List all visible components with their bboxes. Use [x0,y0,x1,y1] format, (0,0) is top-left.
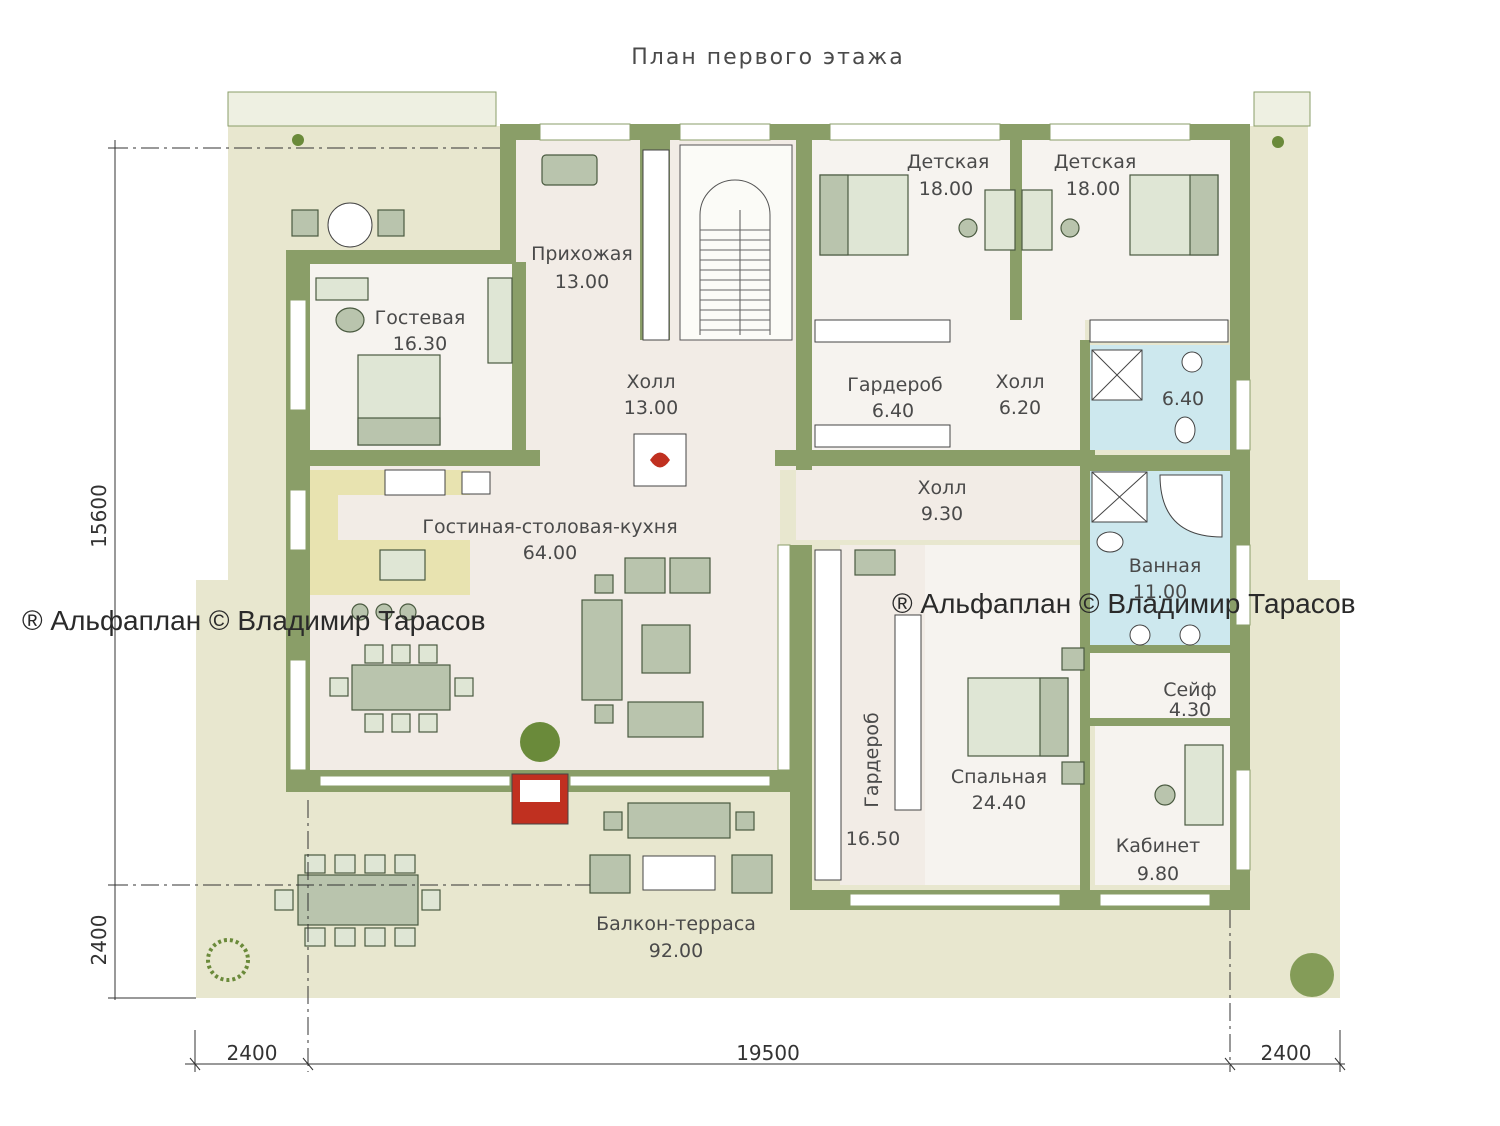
watermark-left: ® Альфаплан © Владимир Тарасов [22,605,485,636]
dimension-lines [108,140,1346,1072]
room-name: Гардероб [861,712,883,808]
room-name: Холл [627,371,676,393]
watermarks: ® Альфаплан © Владимир Тарасов ® Альфапл… [22,588,1355,636]
room-area: 24.40 [972,792,1026,814]
room-area: 6.40 [872,400,914,422]
furniture [206,134,1334,997]
room-area: 9.30 [921,503,963,525]
dim-bottom-right: 2400 [1261,1041,1312,1065]
room-area: 11.00 [1133,581,1187,603]
dim-bottom-center: 19500 [736,1041,800,1065]
room-name: Спальная [951,766,1047,788]
room-name: Кабинет [1116,835,1200,857]
room-name: Гостевая [375,307,466,329]
room-area: 16.30 [393,333,447,355]
room-area: 16.50 [846,828,900,850]
room-area: 18.00 [919,178,973,200]
room-name: Гостиная-столовая-кухня [422,516,677,538]
room-name: Холл [918,477,967,499]
room-name: Гардероб [847,374,943,396]
room-area: 13.00 [624,397,678,419]
room-name: Детская [907,151,990,173]
room-name: Балкон-терраса [596,913,756,935]
staircase [679,144,793,341]
room-area: 6.40 [1162,388,1204,410]
dimension-labels: 2400 19500 2400 15600 2400 [87,484,1311,1065]
dim-left-main: 15600 [87,484,111,548]
wardrobes [642,149,1229,881]
room-name: Сейф [1163,679,1217,701]
dim-bottom-left: 2400 [227,1041,278,1065]
windows [289,123,1251,907]
room-name: Детская [1054,151,1137,173]
room-area: 92.00 [649,940,703,962]
room-area: 18.00 [1066,178,1120,200]
room-name: Холл [996,371,1045,393]
room-area: 9.80 [1137,863,1179,885]
plan-title: План первого этажа [631,45,904,70]
room-area: 6.20 [999,397,1041,419]
room-area: 13.00 [555,271,609,293]
dim-left-terrace: 2400 [87,915,111,966]
room-name: Прихожая [531,243,633,265]
watermark-right: ® Альфаплан © Владимир Тарасов [892,588,1355,619]
room-labels: Прихожая 13.00 Гостевая 16.30 Холл 13.00… [375,151,1217,962]
room-name: Ванная [1129,555,1202,577]
room-area: 64.00 [523,542,577,564]
room-area: 4.30 [1169,699,1211,721]
